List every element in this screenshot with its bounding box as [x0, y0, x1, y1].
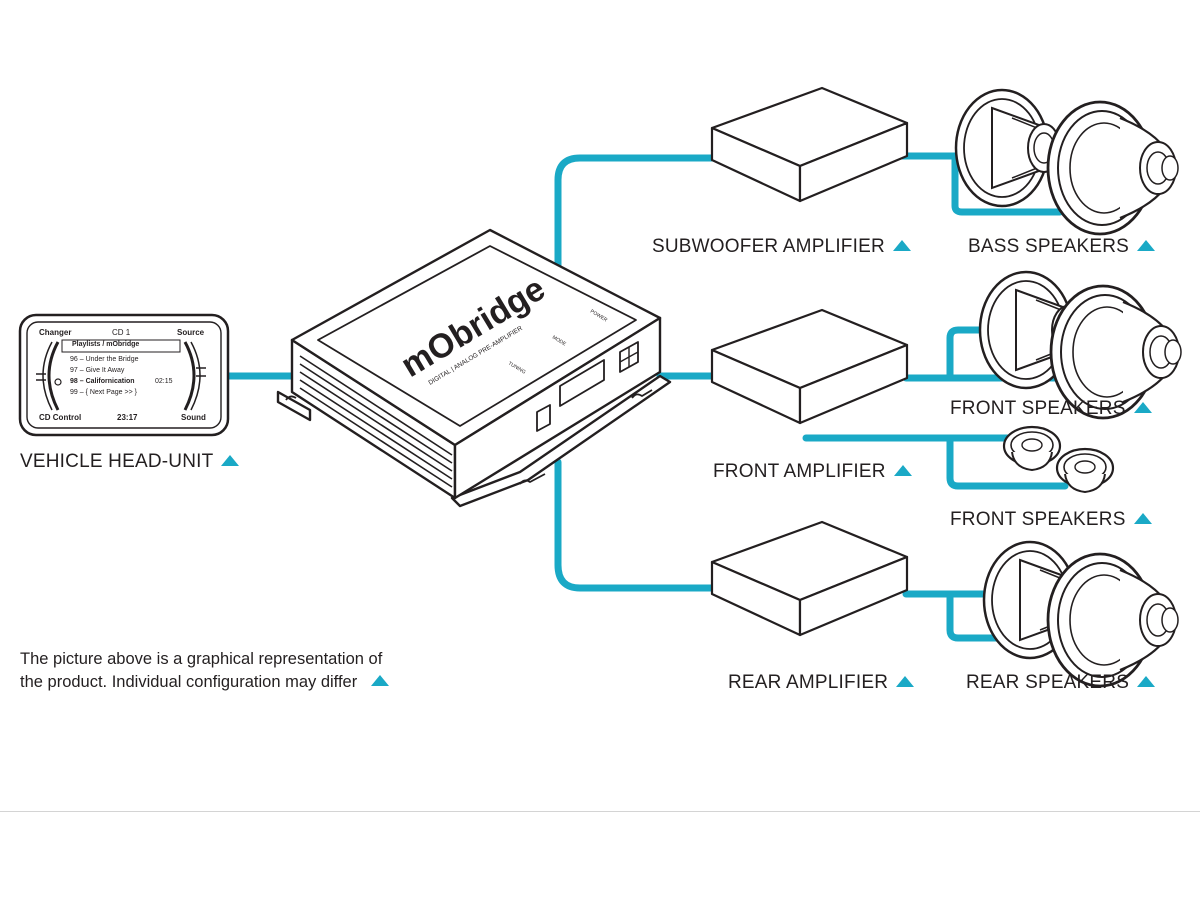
head-unit-icon: [18, 313, 230, 437]
head-unit-track: 96 – Under the Bridge: [70, 356, 139, 363]
subwoofer-amplifier-label-text: SUBWOOFER AMPLIFIER: [652, 236, 885, 257]
rear-amplifier-label: REAR AMPLIFIER: [728, 672, 915, 694]
front-speakers-label: FRONT SPEAKERS: [950, 398, 1152, 420]
triangle-marker-icon: [1133, 402, 1152, 413]
subwoofer-amplifier-label: SUBWOOFER AMPLIFIER: [652, 236, 911, 258]
triangle-marker-icon: [1137, 676, 1156, 687]
triangle-marker-icon: [1133, 513, 1152, 524]
rear-speakers-icon: [982, 540, 1180, 688]
rear-amplifier-label-text: REAR AMPLIFIER: [728, 672, 889, 693]
head-unit-track: 99 – { Next Page >> }: [70, 389, 137, 396]
front-amplifier-label-text: FRONT AMPLIFIER: [713, 461, 886, 482]
triangle-marker-icon: [896, 676, 915, 687]
head-unit-track-selected: 98 – Californication: [70, 378, 135, 385]
triangle-marker-icon: [1137, 240, 1156, 251]
head-unit-clock: 23:17: [117, 413, 138, 422]
triangle-marker-icon: [221, 455, 240, 466]
triangle-marker-icon: [892, 240, 911, 251]
subwoofer-amplifier-icon: [710, 86, 909, 203]
page-divider: [0, 811, 1200, 812]
head-unit-cd-control: CD Control: [39, 413, 82, 422]
disclaimer-line-2: the product. Individual configuration ma…: [20, 671, 390, 694]
mobridge-preamp-icon: [276, 228, 672, 508]
head-unit-label-text: VEHICLE HEAD-UNIT: [20, 451, 214, 472]
head-unit-cd: CD 1: [112, 328, 131, 337]
front-speakers-woofer-icon: [978, 270, 1183, 420]
head-unit-changer: Changer: [39, 328, 72, 337]
front-amplifier-label: FRONT AMPLIFIER: [713, 461, 912, 483]
rear-speakers-label: REAR SPEAKERS: [966, 672, 1156, 694]
head-unit-label: VEHICLE HEAD-UNIT: [20, 451, 240, 473]
head-unit-source: Source: [177, 328, 205, 337]
head-unit-track-time: 02:15: [155, 378, 173, 385]
disclaimer-line-1: The picture above is a graphical represe…: [20, 650, 383, 668]
triangle-marker-icon: [371, 675, 390, 686]
disclaimer-note: The picture above is a graphical represe…: [20, 648, 390, 694]
front-speakers-tweeter-icon: [1002, 425, 1115, 494]
head-unit-track: 97 – Give It Away: [70, 367, 125, 374]
bass-speakers-label-text: BASS SPEAKERS: [968, 236, 1130, 257]
front-speakers-label-text: FRONT SPEAKERS: [950, 398, 1126, 419]
front-speakers-tweeter-label-text: FRONT SPEAKERS: [950, 509, 1126, 530]
front-amplifier-icon: [710, 308, 909, 425]
bass-speakers-label: BASS SPEAKERS: [968, 236, 1156, 258]
disclaimer-line-2-text: the product. Individual configuration ma…: [20, 673, 358, 691]
head-unit-playlist-title: Playlists / mObridge: [72, 341, 140, 348]
triangle-marker-icon: [893, 465, 912, 476]
front-speakers-tweeter-label: FRONT SPEAKERS: [950, 509, 1152, 531]
rear-amplifier-icon: [710, 520, 909, 637]
rear-speakers-label-text: REAR SPEAKERS: [966, 672, 1130, 693]
head-unit-sound: Sound: [181, 413, 206, 422]
